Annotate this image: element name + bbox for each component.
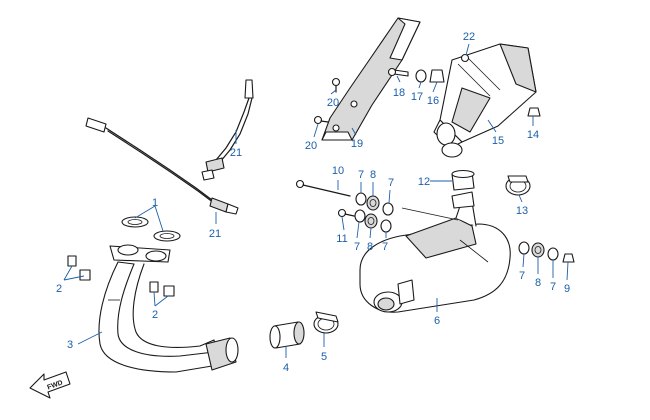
silencer-bolt-top bbox=[460, 53, 470, 63]
callout-7: 7 bbox=[354, 241, 360, 253]
callout-17: 17 bbox=[411, 91, 423, 103]
spacer-upper bbox=[366, 195, 380, 211]
callout-22: 22 bbox=[463, 31, 475, 43]
pipe-clamp bbox=[313, 311, 339, 334]
callout-5: 5 bbox=[321, 351, 327, 363]
callout-9: 9 bbox=[564, 283, 570, 295]
silencer-nut bbox=[527, 107, 541, 117]
exhaust-header-pipe bbox=[98, 244, 239, 373]
muffler bbox=[359, 191, 511, 313]
oxygen-sensor-upper bbox=[201, 79, 254, 181]
callout-labels: 1 2 2 3 4 5 6 7 7 7 7 7 7 8 8 8 9 10 11 … bbox=[56, 31, 570, 374]
heat-shield-bolt-lower bbox=[313, 115, 329, 125]
callout-18: 18 bbox=[393, 87, 405, 99]
callout-20: 20 bbox=[305, 140, 317, 152]
callout-14: 14 bbox=[527, 129, 539, 141]
callout-12: 12 bbox=[418, 176, 430, 188]
mounting-bolt-long bbox=[295, 179, 459, 221]
callout-19: 19 bbox=[351, 138, 363, 150]
header-stud-right bbox=[149, 281, 175, 297]
callout-7: 7 bbox=[358, 169, 364, 181]
callout-3: 3 bbox=[67, 339, 73, 351]
washer-upper-1 bbox=[355, 192, 367, 206]
callout-21: 21 bbox=[230, 147, 242, 159]
exhaust-gasket-left bbox=[121, 216, 149, 228]
connecting-sleeve bbox=[269, 321, 305, 349]
callout-7: 7 bbox=[519, 270, 525, 282]
callout-20: 20 bbox=[327, 97, 339, 109]
silencer-washer bbox=[415, 69, 427, 83]
callout-7: 7 bbox=[382, 241, 388, 253]
callout-2: 2 bbox=[152, 309, 158, 321]
forward-direction-arrow: FWD bbox=[29, 371, 71, 399]
muffler-nut bbox=[562, 253, 575, 263]
callout-10: 10 bbox=[332, 165, 344, 177]
oxygen-sensor-lower bbox=[85, 117, 239, 215]
callout-1: 1 bbox=[152, 197, 158, 209]
callout-16: 16 bbox=[427, 95, 439, 107]
callout-13: 13 bbox=[516, 205, 528, 217]
rear-pipe-clamp bbox=[505, 175, 531, 196]
mounting-bolt-short bbox=[337, 208, 355, 218]
callout-8: 8 bbox=[367, 241, 373, 253]
washer-middle-2 bbox=[380, 219, 392, 233]
silencer-bolt bbox=[387, 67, 409, 77]
heat-shield bbox=[321, 17, 421, 141]
callout-11: 11 bbox=[336, 233, 347, 245]
callout-7: 7 bbox=[388, 177, 394, 189]
exhaust-gasket-right bbox=[153, 230, 181, 242]
washer-right-2 bbox=[547, 247, 559, 261]
callout-15: 15 bbox=[492, 135, 504, 147]
washer-right-1 bbox=[518, 241, 530, 255]
callout-8: 8 bbox=[535, 277, 541, 289]
callout-2: 2 bbox=[56, 283, 62, 295]
callout-8: 8 bbox=[370, 169, 376, 181]
spacer-middle bbox=[364, 213, 378, 229]
callout-6: 6 bbox=[434, 315, 440, 327]
callout-7: 7 bbox=[550, 281, 556, 293]
silencer-assembly bbox=[433, 43, 537, 158]
header-stud-left bbox=[67, 255, 91, 281]
heat-shield-bolt-upper bbox=[331, 77, 341, 93]
washer-upper-2 bbox=[382, 202, 394, 216]
leader-lines bbox=[63, 43, 569, 358]
callout-21: 21 bbox=[209, 228, 221, 240]
spacer-right bbox=[531, 242, 545, 258]
callout-4: 4 bbox=[283, 362, 289, 374]
washer-middle-1 bbox=[354, 209, 366, 223]
silencer-grommet bbox=[429, 69, 445, 83]
rear-connecting-sleeve bbox=[451, 169, 475, 191]
